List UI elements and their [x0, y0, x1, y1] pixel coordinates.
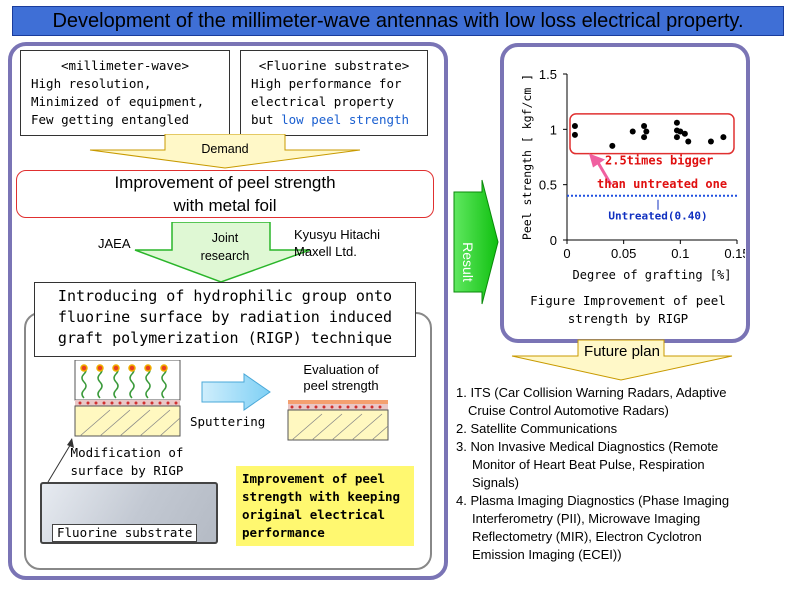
- x-axis-title: Degree of grafting [%]: [573, 268, 732, 282]
- introducing-line: fluorine surface by radiation induced: [57, 308, 393, 326]
- list-item-line: 1. ITS (Car Collision Warning Radars, Ad…: [456, 385, 727, 400]
- evaluation-line: Evaluation of: [303, 362, 379, 377]
- list-item: 3. Non Invasive Medical Diagnostics (Rem…: [456, 438, 786, 491]
- annotation-line: than untreated one: [597, 177, 727, 191]
- introducing-line: Introducing of hydrophilic group onto: [57, 287, 393, 305]
- improvement-box: Improvement of peel strength with metal …: [16, 170, 434, 218]
- sputtering-label: Sputtering: [190, 414, 266, 429]
- list-item-line: Reflectometry (MIR), Electron Cyclotron: [472, 529, 702, 544]
- keeping-line: original electrical: [242, 507, 385, 522]
- untreated-label: Untreated(0.40): [608, 210, 707, 223]
- introducing-line: graft polymerization (RIGP) technique: [57, 329, 393, 347]
- fluorine-substrate-caption: Fluorine substrate: [52, 524, 198, 542]
- x-tick-label: 0.1: [671, 246, 689, 261]
- metal-coated-substrate-illustration: [287, 400, 389, 441]
- fluorine-line: electrical property: [251, 94, 394, 109]
- kyusyu-label: Kyusyu Hitachi Maxell Ltd.: [294, 226, 380, 260]
- y-tick-label: 1.5: [539, 67, 557, 82]
- list-item-line: Emission Imaging (ECEI)): [472, 547, 622, 562]
- fluorine-substrate-box: <Fluorine substrate> High performance fo…: [240, 50, 428, 136]
- y-axis-title: Peel strength [ kgf/cm ]: [520, 74, 534, 240]
- modification-label: Modification of surface by RIGP: [68, 444, 186, 480]
- kyusyu-line: Kyusyu Hitachi: [294, 227, 380, 242]
- peel-strength-chart: 0 0.5 1 1.5 0 0.05 0.1 0.15Degree of grafting […: [520, 67, 745, 282]
- list-item-line: Signals): [472, 475, 519, 490]
- data-point: [641, 134, 648, 141]
- pointer-arrow: [47, 438, 74, 483]
- list-item-line: Interferometry (PII), Microwave Imaging: [472, 511, 701, 526]
- data-point: [643, 128, 650, 135]
- improvement-line: Improvement of peel strength: [114, 173, 336, 192]
- grafted-substrate-illustration: [74, 360, 181, 437]
- keeping-line: performance: [242, 525, 325, 540]
- sputtering-arrow: [201, 373, 271, 411]
- x-tick-label: 0.05: [611, 246, 636, 261]
- kyusyu-line: Maxell Ltd.: [294, 244, 357, 259]
- y-tick-label: 1: [550, 122, 557, 137]
- keeping-performance-note: Improvement of peel strength with keepin…: [236, 466, 414, 546]
- list-item-line: 4. Plasma Imaging Diagnostics (Phase Ima…: [456, 493, 730, 508]
- list-item-line: Cruise Control Automotive Radars): [468, 403, 669, 418]
- list-item: 4. Plasma Imaging Diagnostics (Phase Ima…: [456, 492, 786, 563]
- fluorine-heading: <Fluorine substrate>: [258, 58, 410, 73]
- result-arrow: [453, 179, 499, 305]
- data-point: [707, 138, 714, 145]
- improvement-line: with metal foil: [173, 196, 277, 215]
- keeping-line: Improvement of peel: [242, 471, 385, 486]
- evaluation-label: Evaluation of peel strength: [286, 362, 396, 394]
- data-point: [681, 130, 688, 137]
- joint-line: research: [200, 249, 250, 263]
- fluorine-line: High performance for: [251, 76, 402, 91]
- data-point: [629, 128, 636, 135]
- annotation-line: 2.5times bigger: [605, 154, 713, 168]
- graft-chains-icon: [80, 364, 168, 399]
- result-label: Result: [460, 242, 476, 282]
- joint-research-label: Joint research: [175, 229, 275, 265]
- figure-caption: Figure Improvement of peel strength by R…: [508, 292, 748, 328]
- data-point: [609, 142, 616, 149]
- joint-line: Joint: [211, 231, 239, 245]
- y-tick-label: 0.5: [539, 178, 557, 193]
- fluorine-line: but: [251, 112, 282, 127]
- list-item: 2. Satellite Communications: [456, 420, 786, 437]
- x-tick-label: 0.15: [724, 246, 745, 261]
- data-point: [677, 128, 684, 135]
- mmwave-line: High resolution,: [31, 76, 152, 91]
- demand-arrow: [89, 134, 361, 169]
- page-title: Development of the millimeter-wave anten…: [12, 6, 784, 36]
- list-item-line: Monitor of Heart Beat Pulse, Respiration: [472, 457, 705, 472]
- future-plan-arrow: [511, 339, 733, 381]
- millimeter-wave-box: <millimeter-wave> High resolution, Minim…: [20, 50, 230, 136]
- millimeter-wave-heading: <millimeter-wave>: [61, 58, 189, 73]
- future-plan-list: 1. ITS (Car Collision Warning Radars, Ad…: [456, 384, 786, 564]
- treated-highlight-box: [569, 113, 735, 155]
- future-plan-label: Future plan: [584, 343, 660, 360]
- keeping-line: strength with keeping: [242, 489, 401, 504]
- data-point: [685, 138, 692, 145]
- data-point: [571, 131, 578, 138]
- modification-line: Modification of: [70, 445, 184, 460]
- data-point: [571, 123, 578, 130]
- introducing-box: Introducing of hydrophilic group onto fl…: [34, 282, 416, 357]
- data-point: [673, 119, 680, 126]
- mmwave-line: Few getting entangled: [31, 112, 190, 127]
- list-item-line: 2. Satellite Communications: [456, 421, 618, 436]
- list-item: 1. ITS (Car Collision Warning Radars, Ad…: [456, 384, 786, 419]
- joint-research-arrow: [134, 222, 311, 283]
- data-point: [673, 134, 680, 141]
- annotation-arrow-head: [589, 153, 605, 168]
- y-tick-label: 0: [550, 233, 557, 248]
- x-tick-label: 0: [563, 246, 570, 261]
- data-point: [641, 123, 648, 130]
- data-point: [720, 134, 727, 141]
- caption-line: strength by RIGP: [567, 311, 689, 326]
- mmwave-line: Minimized of equipment,: [31, 94, 205, 109]
- low-peel-strength-text: low peel strength: [281, 112, 410, 127]
- caption-line: Figure Improvement of peel: [530, 293, 726, 308]
- jaea-label: JAEA: [98, 236, 131, 251]
- modification-line: surface by RIGP: [70, 463, 184, 478]
- demand-label: Demand: [201, 142, 249, 156]
- list-item-line: 3. Non Invasive Medical Diagnostics (Rem…: [456, 439, 719, 454]
- evaluation-line: peel strength: [303, 378, 379, 393]
